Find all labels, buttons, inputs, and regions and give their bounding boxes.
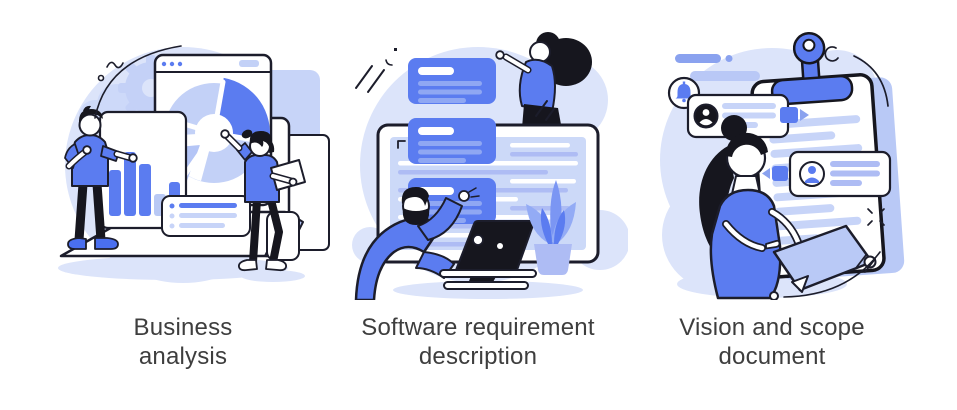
shoe [94, 237, 119, 250]
software-requirement-art [352, 32, 628, 300]
requirement-card [408, 58, 496, 104]
hair [401, 187, 429, 206]
requirement-card [408, 118, 496, 164]
caption-line: analysis [138, 343, 228, 370]
woman-with-tablet [699, 115, 877, 300]
tag [780, 107, 798, 123]
hand [220, 129, 230, 139]
potted-plant [526, 180, 576, 275]
decorations [94, 45, 182, 119]
shoe [265, 259, 287, 272]
hand [863, 255, 877, 269]
comment-card [762, 150, 892, 198]
caption-vision-and-scope-document: Vision and scope document [622, 313, 922, 371]
caption-business-analysis: Business analysis [33, 313, 333, 371]
user-avatar-icon [799, 161, 825, 187]
notification-bars [675, 54, 760, 81]
hair-bun [241, 129, 253, 139]
shoe [67, 237, 87, 250]
decorations-bottom [769, 208, 885, 300]
hand [458, 190, 470, 202]
caption-line: document [718, 343, 826, 370]
figure-vision-and-scope-document: Vision and scope document [622, 0, 922, 410]
tag-arrow [800, 109, 809, 121]
raised-arm [417, 197, 463, 241]
stand-base [443, 281, 529, 290]
hair [725, 132, 768, 157]
user-avatar-icon [693, 103, 719, 129]
tag-arrow [762, 168, 770, 179]
hand [288, 177, 298, 187]
male-developer [354, 187, 480, 300]
caption-line: Vision and scope [679, 314, 865, 341]
clipboard-clip [770, 31, 854, 106]
caption-software-requirement-description: Software requirement description [328, 313, 628, 371]
head [78, 113, 102, 137]
figure-software-requirement-description: Software requirement description [328, 0, 628, 410]
caption-line: description [418, 343, 538, 370]
vision-scope-art [660, 31, 905, 300]
checklist-card [161, 195, 251, 237]
hand [82, 145, 92, 155]
hair [249, 131, 272, 150]
pointing-hand [765, 239, 781, 250]
tablet-corner [791, 275, 809, 293]
plant-pot [534, 244, 572, 275]
business-analysis-art [58, 45, 330, 283]
tag [772, 166, 788, 181]
shoe [238, 259, 258, 272]
hand [472, 234, 484, 246]
floor-shadow [58, 256, 288, 280]
caption-line: Software requirement [361, 314, 595, 341]
caption-line: Business [133, 314, 233, 341]
beard [402, 208, 430, 225]
pie-chart [152, 77, 270, 191]
decorations [355, 48, 555, 121]
hand [495, 50, 505, 60]
hand [128, 153, 138, 163]
decorations-top [824, 46, 889, 107]
female-analyst [220, 129, 306, 282]
figure-business-analysis: Business analysis [33, 0, 333, 410]
